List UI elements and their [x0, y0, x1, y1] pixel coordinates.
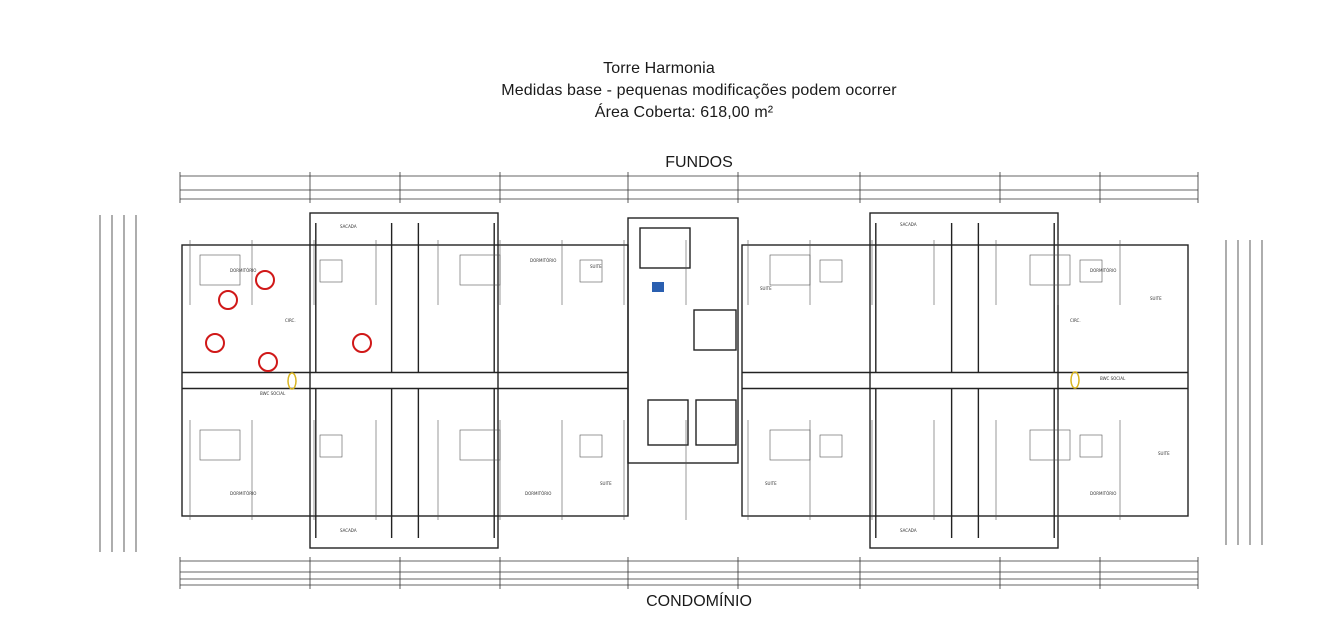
orientation-bottom-label: CONDOMÍNIO	[646, 593, 752, 610]
room-label-14: DORMITÓRIO	[1090, 491, 1116, 496]
room-label-3: DORMITÓRIO	[530, 258, 556, 263]
plan-subtitle: Medidas base - pequenas modificações pod…	[501, 82, 897, 99]
room-label-2: SACADA	[340, 224, 357, 229]
table-0	[319, 259, 343, 283]
dimension-lines	[99, 172, 1263, 589]
room-labels: DORMITÓRIO SUITE SACADA DORMITÓRIO SUITE SACA…	[230, 222, 1170, 533]
room-label-8: DORMITÓRIO	[230, 491, 256, 496]
accent-marks	[205, 270, 1080, 390]
orientation-top-label: FUNDOS	[665, 154, 733, 171]
table-2	[819, 259, 843, 283]
room-label-19: CIRC.	[1070, 318, 1081, 323]
red-marker-2	[205, 333, 225, 353]
room-label-16: BWC SOCIAL	[260, 391, 286, 396]
wing-body-0	[181, 244, 629, 517]
room-label-18: CIRC.	[285, 318, 296, 323]
yellow-fixture-1	[1070, 371, 1080, 389]
wing-outline-1	[869, 212, 1059, 549]
room-label-10: SACADA	[340, 528, 357, 533]
bed-6	[769, 429, 811, 461]
red-marker-0	[255, 270, 275, 290]
room-label-6: DORMITÓRIO	[1090, 268, 1116, 273]
room-label-5: SACADA	[900, 222, 917, 227]
red-marker-3	[258, 352, 278, 372]
stair-core	[627, 217, 739, 464]
room-label-12: SUITE	[765, 481, 777, 486]
elevator-1	[647, 399, 689, 446]
room-label-9: SUITE	[600, 481, 612, 486]
blue-sign	[652, 282, 664, 292]
room-label-13: SACADA	[900, 528, 917, 533]
wing-outline-0	[309, 212, 499, 549]
elevator-shaft	[693, 309, 737, 351]
building-walls	[181, 212, 1189, 549]
room-label-4: SUITE	[760, 286, 772, 291]
table-5	[579, 434, 603, 458]
table-1	[579, 259, 603, 283]
bed-0	[199, 254, 241, 286]
elevator-2	[695, 399, 737, 446]
red-marker-4	[352, 333, 372, 353]
room-label-17: BWC SOCIAL	[1100, 376, 1126, 381]
room-label-11: DORMITÓRIO	[525, 491, 551, 496]
table-4	[319, 434, 343, 458]
interior-details	[189, 240, 1121, 520]
red-marker-1	[218, 290, 238, 310]
table-7	[1079, 434, 1103, 458]
bed-4	[199, 429, 241, 461]
stair-well	[639, 227, 691, 269]
yellow-fixture-0	[287, 372, 297, 390]
room-label-0: DORMITÓRIO	[230, 268, 256, 273]
bed-7	[1029, 429, 1071, 461]
title-block: Torre Harmonia Medidas base - pequenas m…	[0, 58, 1338, 124]
room-label-7: SUITE	[1150, 296, 1162, 301]
wing-body-1	[741, 244, 1189, 517]
room-label-15: SUITE	[1158, 451, 1170, 456]
bed-2	[769, 254, 811, 286]
plan-area: Área Coberta: 618,00 m²	[594, 104, 774, 121]
table-6	[819, 434, 843, 458]
room-label-1: SUITE	[590, 264, 602, 269]
plan-title: Torre Harmonia	[603, 60, 715, 77]
table-3	[1079, 259, 1103, 283]
bed-3	[1029, 254, 1071, 286]
